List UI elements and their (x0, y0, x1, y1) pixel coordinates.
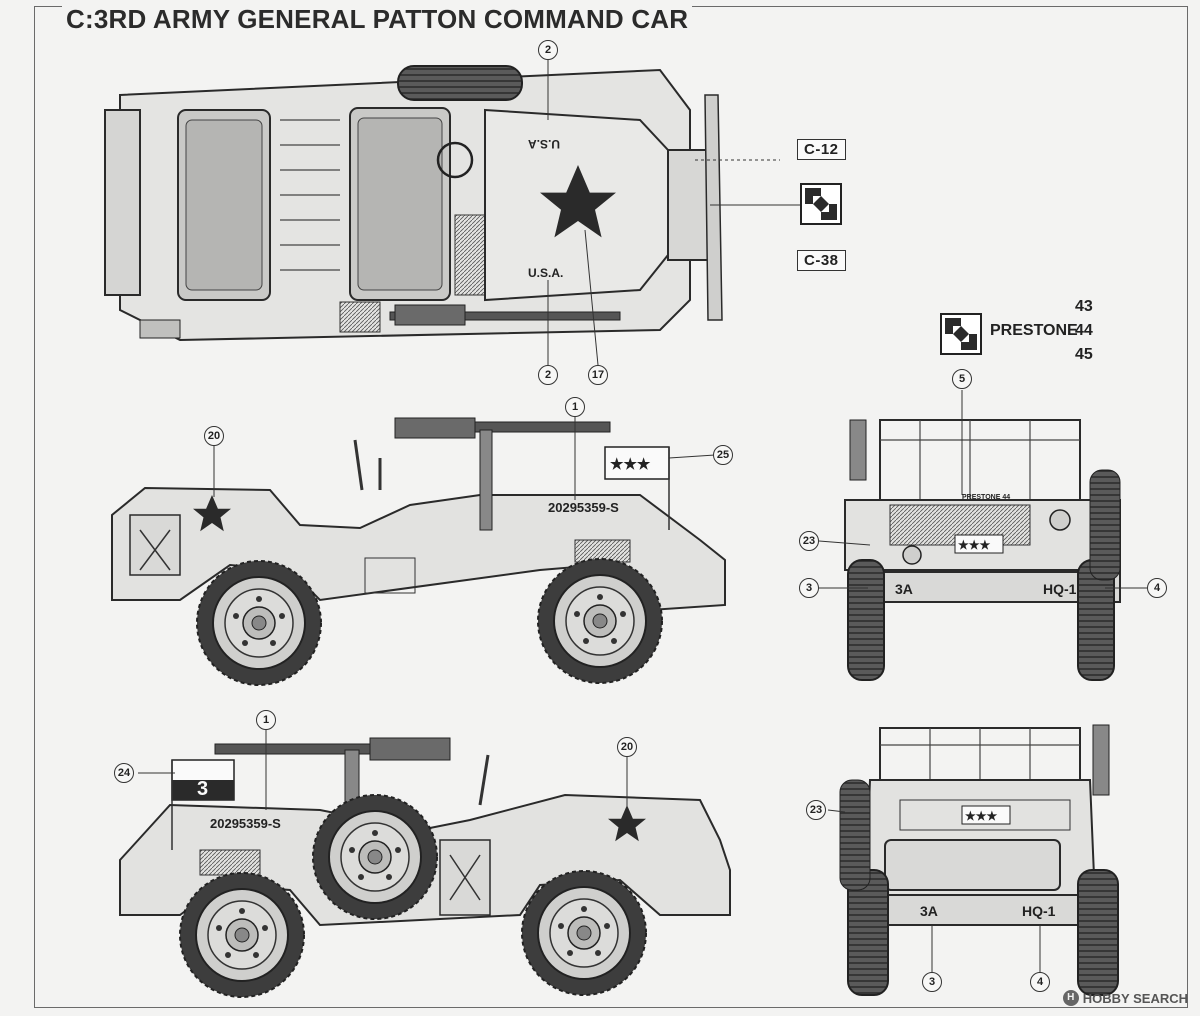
paint-code-c12: C-12 (797, 139, 846, 160)
callout-front-windshield: 5 (952, 369, 972, 389)
front-view: PRESTONE 44 ★★★ 3A HQ-1 (844, 419, 1121, 681)
top-usa-front: U.S.A (528, 137, 560, 151)
prestone-label: PRESTONE (990, 322, 1078, 339)
callout-right-flag: 24 (114, 763, 134, 783)
front-plate-stars: ★★★ (958, 538, 991, 552)
callout-left-flag: 25 (713, 445, 733, 465)
watermark-text: HOBBY SEARCH (1082, 990, 1188, 1006)
right-side-view: 20295359-S 3 (119, 737, 731, 998)
rear-plate-stars: ★★★ (965, 809, 998, 823)
hobby-search-logo-icon: H (1062, 990, 1079, 1006)
rear-view: ★★★ 3A HQ-1 (839, 724, 1119, 996)
callout-front-right-bumper: 4 (1147, 578, 1167, 598)
callout-rear-right-bumper: 4 (1030, 972, 1050, 992)
paint-swatch-icon (800, 183, 842, 225)
top-usa-rear: U.S.A. (528, 266, 563, 280)
left-side-view: ★★★ 20295359-S (111, 417, 726, 686)
paint-code-c38: C-38 (797, 250, 846, 271)
front-bumper-right: HQ-1 (1043, 581, 1077, 597)
callout-top-star: 17 (588, 365, 608, 385)
watermark: H HOBBY SEARCH (1062, 990, 1188, 1006)
left-flag-stars: ★★★ (610, 456, 651, 473)
rear-bumper-left: 3A (920, 903, 938, 919)
top-view: U.S.A U.S.A. (104, 65, 723, 342)
callout-front-left-bumper: 3 (799, 578, 819, 598)
right-serial: 20295359-S (210, 816, 281, 831)
callout-rear-left-bumper: 3 (922, 972, 942, 992)
callout-rear-tag: 23 (806, 800, 826, 820)
prestone-part-43: 43 (1075, 298, 1093, 315)
page-title: C:3RD ARMY GENERAL PATTON COMMAND CAR (62, 4, 693, 35)
callout-right-star: 20 (617, 737, 637, 757)
prestone-part-45: 45 (1075, 346, 1093, 363)
rear-bumper-right: HQ-1 (1022, 903, 1056, 919)
left-serial: 20295359-S (548, 500, 619, 515)
front-bumper-left: 3A (895, 581, 913, 597)
callout-top-front-lower: 2 (538, 365, 558, 385)
callout-top-front-upper: 2 (538, 40, 558, 60)
flag-number: 3 (197, 778, 208, 800)
paint-swatch-icon-prestone (940, 313, 982, 355)
callout-front-left-tag: 23 (799, 531, 819, 551)
callout-left-star: 20 (204, 426, 224, 446)
callout-left-hood: 1 (565, 397, 585, 417)
callout-right-hood: 1 (256, 710, 276, 730)
prestone-part-44: 44 (1075, 322, 1093, 339)
front-prestone-small: PRESTONE 44 (962, 494, 1010, 501)
